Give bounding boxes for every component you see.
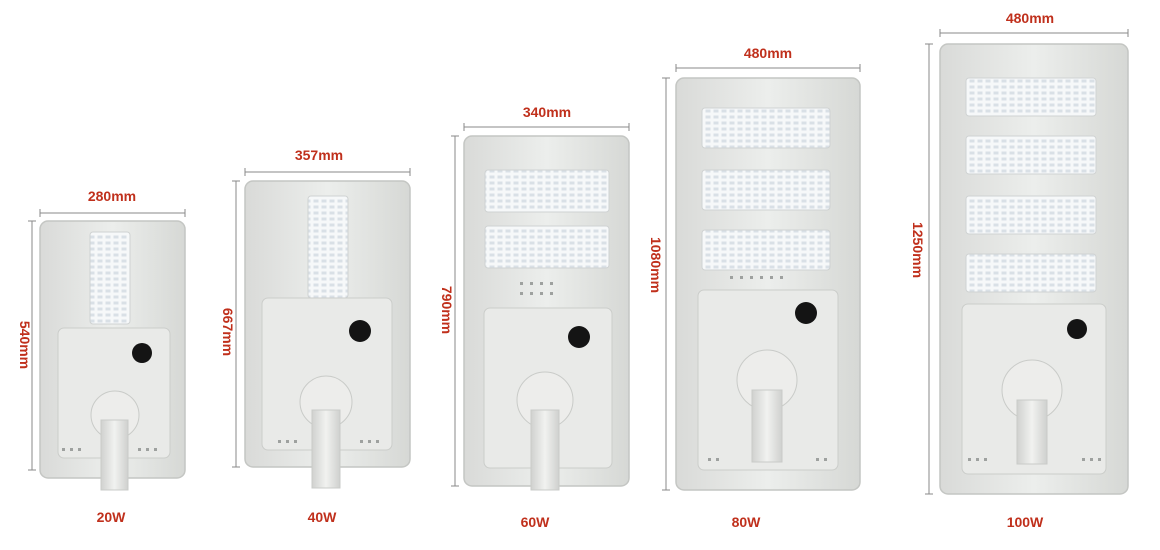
- led-module: [701, 229, 831, 271]
- dimension-lines: [28, 29, 1129, 495]
- led-module: [965, 77, 1097, 117]
- lamp-100w: [939, 43, 1129, 495]
- vent-holes: [278, 440, 379, 443]
- power-label-100w: 100W: [1007, 514, 1044, 530]
- led-module: [89, 231, 131, 325]
- led-module: [965, 135, 1097, 175]
- lamp-40w: [244, 180, 411, 489]
- width-label-40w: 357mm: [295, 147, 343, 163]
- height-label-60w: 790mm: [439, 286, 455, 334]
- height-label-20w: 540mm: [17, 321, 33, 369]
- vent-holes: [520, 282, 553, 295]
- led-module: [965, 195, 1097, 235]
- motion-sensor-icon: [349, 320, 371, 342]
- width-label-20w: 280mm: [88, 188, 136, 204]
- led-module: [484, 169, 610, 213]
- vent-holes: [62, 448, 157, 451]
- led-module: [701, 169, 831, 211]
- lamp-20w: [39, 220, 186, 491]
- mounting-arm: [751, 389, 783, 463]
- width-label-80w: 480mm: [744, 45, 792, 61]
- height-label-40w: 667mm: [220, 308, 236, 356]
- led-module: [307, 195, 349, 299]
- led-module: [965, 253, 1097, 293]
- height-label-80w: 1080mm: [648, 237, 664, 293]
- mounting-arm: [1016, 399, 1048, 465]
- led-module: [701, 107, 831, 149]
- mounting-arm: [100, 419, 129, 491]
- mounting-arm: [311, 409, 341, 489]
- lamp-60w: [463, 135, 630, 491]
- power-label-60w: 60W: [521, 514, 551, 530]
- power-label-20w: 20W: [97, 509, 127, 525]
- power-label-40w: 40W: [308, 509, 338, 525]
- motion-sensor-icon: [795, 302, 817, 324]
- vent-holes: [968, 458, 1101, 461]
- motion-sensor-icon: [1067, 319, 1087, 339]
- mounting-arm: [530, 409, 560, 491]
- vent-holes: [708, 276, 827, 461]
- width-label-60w: 340mm: [523, 104, 571, 120]
- height-label-100w: 1250mm: [910, 222, 926, 278]
- motion-sensor-icon: [568, 326, 590, 348]
- power-label-80w: 80W: [732, 514, 762, 530]
- led-module: [484, 225, 610, 269]
- motion-sensor-icon: [132, 343, 152, 363]
- lamp-80w: [675, 77, 861, 491]
- width-label-100w: 480mm: [1006, 10, 1054, 26]
